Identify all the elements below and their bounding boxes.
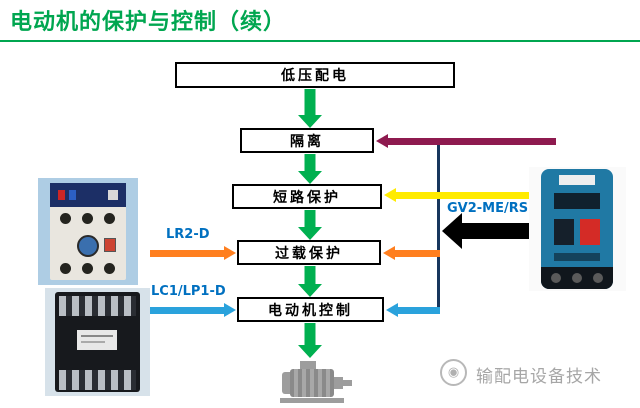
down-arrow-2 [298, 154, 322, 184]
circuit-breaker-image [529, 167, 626, 291]
thermal-relay-image [38, 178, 138, 285]
flow-box-isolation: 隔离 [240, 128, 374, 153]
short-circuit-feed-arrow [384, 188, 545, 202]
down-arrow-4 [298, 266, 322, 297]
thermal-relay-arrow [150, 246, 236, 260]
page-title: 电动机的保护与控制（续） [10, 10, 287, 35]
contactor-arrow [150, 303, 236, 317]
flow-box-distribution: 低压配电 [175, 62, 455, 88]
contactor-image [45, 288, 150, 396]
thermal-relay-label: LR2-D [166, 227, 210, 242]
contactor-label: LC1/LP1-D [151, 284, 226, 299]
down-arrow-5 [298, 323, 322, 358]
title-underline [0, 40, 640, 42]
right-distribution-line [437, 141, 440, 311]
flow-box-short-circuit: 短路保护 [232, 184, 382, 209]
down-arrow-3 [298, 210, 322, 240]
watermark-text: 输配电设备技术 [476, 367, 602, 387]
down-arrow-1 [298, 89, 322, 128]
flow-box-overload: 过载保护 [237, 240, 381, 265]
breaker-arrow [442, 213, 532, 249]
overload-feed-arrow [383, 246, 440, 260]
motor-control-feed-arrow [386, 303, 440, 317]
motor-icon [272, 357, 364, 405]
isolation-feed-arrow [376, 134, 556, 148]
flow-box-motor-control: 电动机控制 [237, 297, 384, 322]
breaker-label: GV2-ME/RS [447, 201, 529, 216]
watermark-logo-icon: ◉ [440, 359, 467, 386]
